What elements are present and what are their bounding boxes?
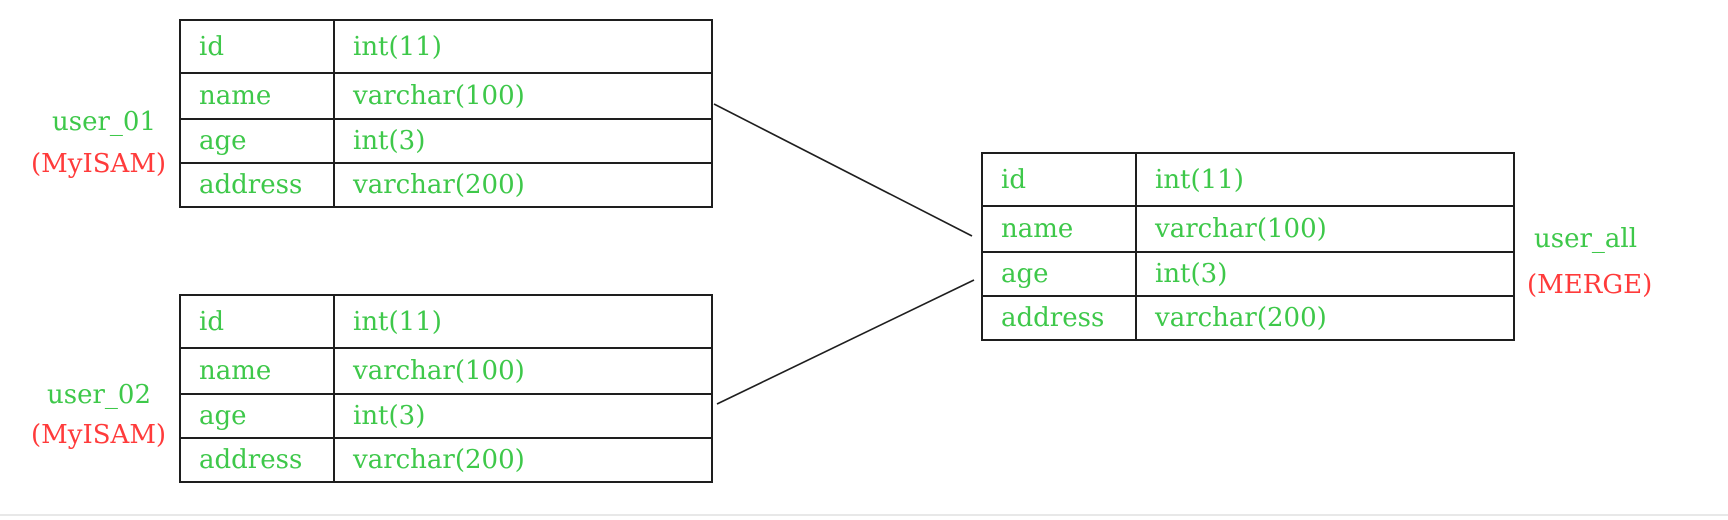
field-name-cell: id: [179, 19, 335, 74]
field-type-cell: int(11): [333, 294, 713, 349]
field-type-cell: varchar(100): [333, 72, 713, 120]
field-type-cell: varchar(100): [333, 347, 713, 395]
table-row: id int(11): [179, 294, 713, 349]
table-user-02: id int(11) name varchar(100) age int(3) …: [179, 294, 713, 483]
table-row: name varchar(100): [179, 347, 713, 395]
field-type-cell: varchar(200): [333, 437, 713, 483]
field-type-cell: int(3): [333, 393, 713, 439]
field-name-cell: age: [981, 251, 1137, 297]
field-name-cell: address: [179, 162, 335, 208]
connector-user-01-to-user-all: [713, 103, 973, 237]
table-user-01: id int(11) name varchar(100) age int(3) …: [179, 19, 713, 208]
field-name-cell: name: [981, 205, 1137, 253]
table-row: name varchar(100): [179, 72, 713, 120]
table-row: address varchar(200): [981, 295, 1515, 341]
table-row: id int(11): [981, 152, 1515, 207]
field-type-cell: int(11): [1135, 152, 1515, 207]
field-name-cell: address: [981, 295, 1137, 341]
table-row: address varchar(200): [179, 162, 713, 208]
table-row: age int(3): [179, 393, 713, 439]
field-type-cell: int(3): [1135, 251, 1515, 297]
table-row: name varchar(100): [981, 205, 1515, 253]
engine-label-user-all: (MERGE): [1527, 270, 1653, 300]
field-name-cell: address: [179, 437, 335, 483]
table-row: age int(3): [981, 251, 1515, 297]
table-name-user-01: user_01: [52, 107, 156, 137]
field-type-cell: varchar(200): [1135, 295, 1515, 341]
table-row: id int(11): [179, 19, 713, 74]
table-name-user-02: user_02: [47, 380, 151, 410]
field-type-cell: varchar(100): [1135, 205, 1515, 253]
table-row: age int(3): [179, 118, 713, 164]
connector-user-02-to-user-all: [716, 279, 975, 405]
engine-label-user-01: (MyISAM): [31, 149, 167, 179]
field-name-cell: id: [981, 152, 1137, 207]
engine-label-user-02: (MyISAM): [31, 420, 167, 450]
field-name-cell: name: [179, 347, 335, 395]
field-type-cell: varchar(200): [333, 162, 713, 208]
field-type-cell: int(11): [333, 19, 713, 74]
field-type-cell: int(3): [333, 118, 713, 164]
field-name-cell: id: [179, 294, 335, 349]
field-name-cell: name: [179, 72, 335, 120]
table-user-all: id int(11) name varchar(100) age int(3) …: [981, 152, 1515, 341]
table-row: address varchar(200): [179, 437, 713, 483]
field-name-cell: age: [179, 118, 335, 164]
field-name-cell: age: [179, 393, 335, 439]
table-name-user-all: user_all: [1534, 224, 1638, 254]
bottom-divider: [0, 514, 1728, 516]
